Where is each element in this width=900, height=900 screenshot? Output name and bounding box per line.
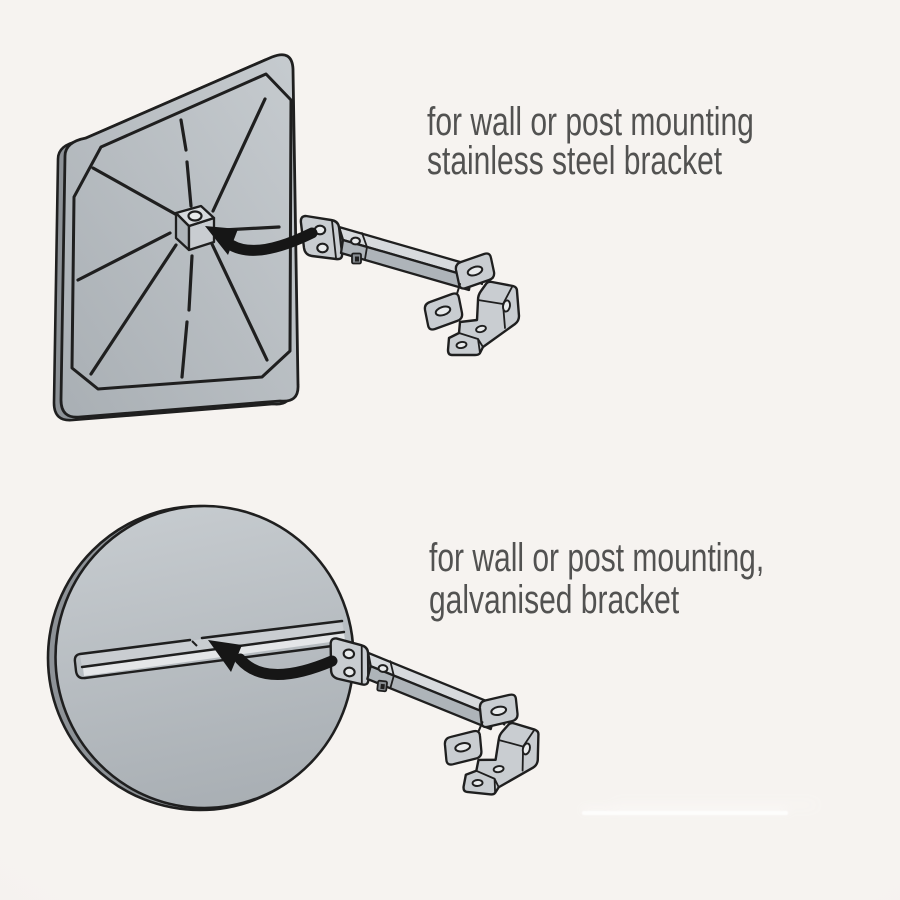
caption-stainless: for wall or post mounting stainless stee… [427,100,754,183]
arrow-head [205,226,238,255]
arrow-shaft [234,653,338,680]
rail-bottom-edge [83,643,342,680]
caption-line-2: stainless steel bracket [427,139,723,183]
square-mirror-frame-rib [70,72,293,391]
rail-top-edge [78,619,344,656]
caption-galvanised: for wall or post mounting, galvanised br… [429,537,764,621]
galvanised-bracket-illustration [315,636,550,801]
centre-mount-block [174,204,216,252]
rail-lip-highlight [83,633,345,676]
arrow-shaft [225,227,318,256]
light-streak [582,811,788,815]
caption-line-1: for wall or post mounting, [429,536,765,580]
rail-end-cap [73,652,86,680]
mount-arrow-icon [208,640,338,680]
rail-centre-notch [191,640,198,647]
square-mirror-section [52,53,521,422]
rail-mid-edge [80,630,346,669]
mount-arrow-icon [205,226,318,256]
stainless-bracket-illustration [299,214,521,357]
square-mirror-radial-ribs [76,97,281,379]
caption-line-1: for wall or post mounting [427,100,754,144]
arrow-head [208,640,242,672]
caption-line-2: galvanised bracket [429,578,680,622]
round-mirror-section [46,504,550,812]
block-hole [187,210,203,222]
